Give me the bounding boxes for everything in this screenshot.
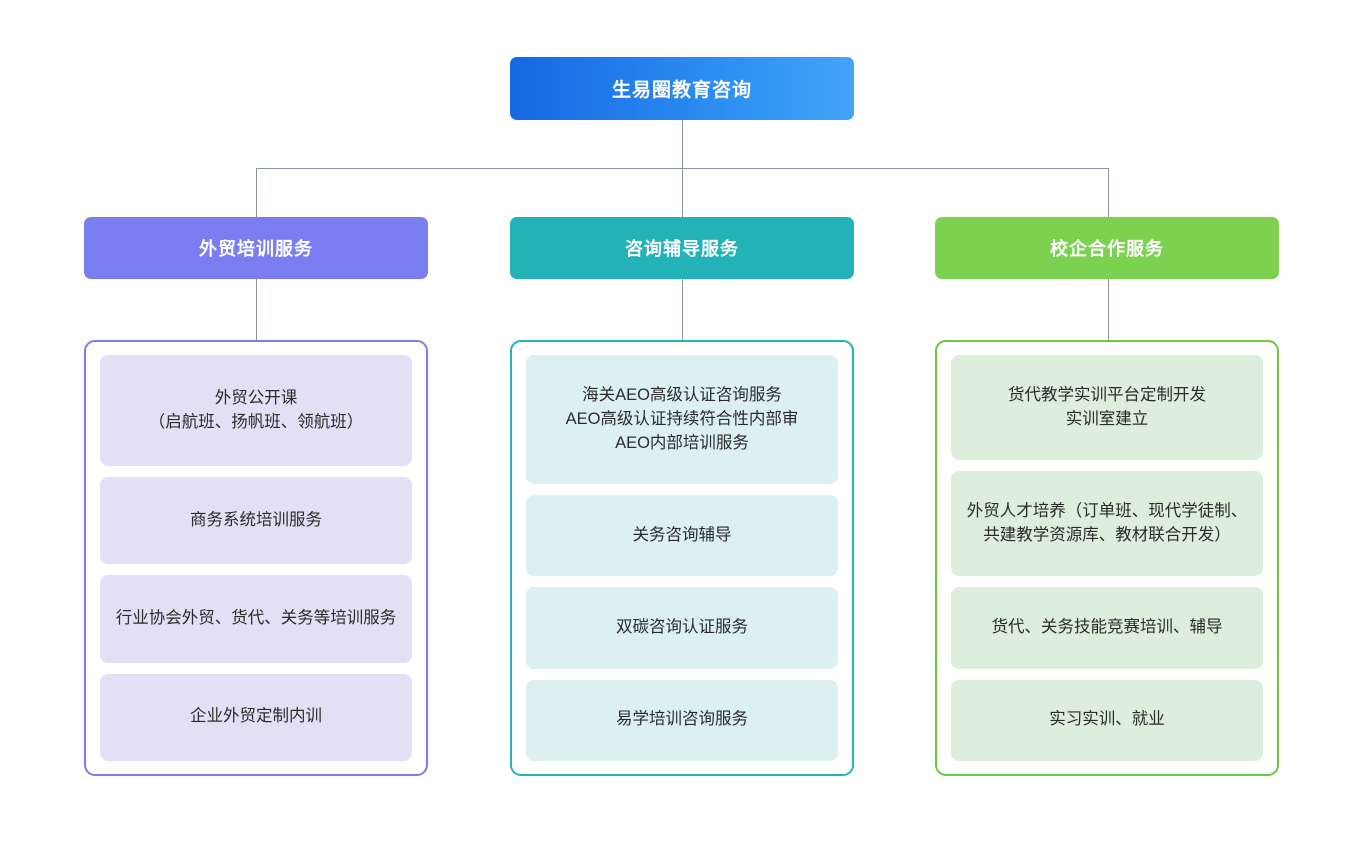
branch-header-0[interactable]: 外贸培训服务 — [84, 217, 428, 279]
connector-branch-2-body — [1108, 279, 1109, 340]
leaf-item[interactable]: 行业协会外贸、货代、关务等培训服务 — [100, 575, 412, 663]
leaf-item[interactable]: 货代教学实训平台定制开发 实训室建立 — [951, 355, 1263, 461]
leaf-item[interactable]: 外贸人才培养（订单班、现代学徒制、共建教学资源库、教材联合开发） — [951, 471, 1263, 577]
branch-header-2[interactable]: 校企合作服务 — [935, 217, 1279, 279]
branch-body-2: 货代教学实训平台定制开发 实训室建立 外贸人才培养（订单班、现代学徒制、共建教学… — [935, 340, 1279, 776]
leaf-item[interactable]: 外贸公开课 （启航班、扬帆班、领航班） — [100, 355, 412, 467]
leaf-item[interactable]: 实习实训、就业 — [951, 679, 1263, 762]
connector-branch-1 — [682, 168, 683, 217]
branch-header-1[interactable]: 咨询辅导服务 — [510, 217, 854, 279]
root-node[interactable]: 生易圈教育咨询 — [510, 57, 854, 120]
connector-branch-0 — [256, 168, 257, 217]
connector-root-stem — [682, 120, 683, 168]
leaf-item[interactable]: 企业外贸定制内训 — [100, 673, 412, 761]
leaf-item[interactable]: 商务系统培训服务 — [100, 477, 412, 565]
leaf-item[interactable]: 海关AEO高级认证咨询服务 AEO高级认证持续符合性内部审 AEO内部培训服务 — [526, 355, 838, 485]
leaf-item[interactable]: 关务咨询辅导 — [526, 495, 838, 577]
branch-body-1: 海关AEO高级认证咨询服务 AEO高级认证持续符合性内部审 AEO内部培训服务 … — [510, 340, 854, 776]
leaf-item[interactable]: 双碳咨询认证服务 — [526, 587, 838, 669]
connector-branch-0-body — [256, 279, 257, 340]
connector-branch-2 — [1108, 168, 1109, 217]
branch-body-0: 外贸公开课 （启航班、扬帆班、领航班） 商务系统培训服务 行业协会外贸、货代、关… — [84, 340, 428, 776]
leaf-item[interactable]: 货代、关务技能竞赛培训、辅导 — [951, 587, 1263, 669]
leaf-item[interactable]: 易学培训咨询服务 — [526, 679, 838, 762]
connector-branch-1-body — [682, 279, 683, 340]
